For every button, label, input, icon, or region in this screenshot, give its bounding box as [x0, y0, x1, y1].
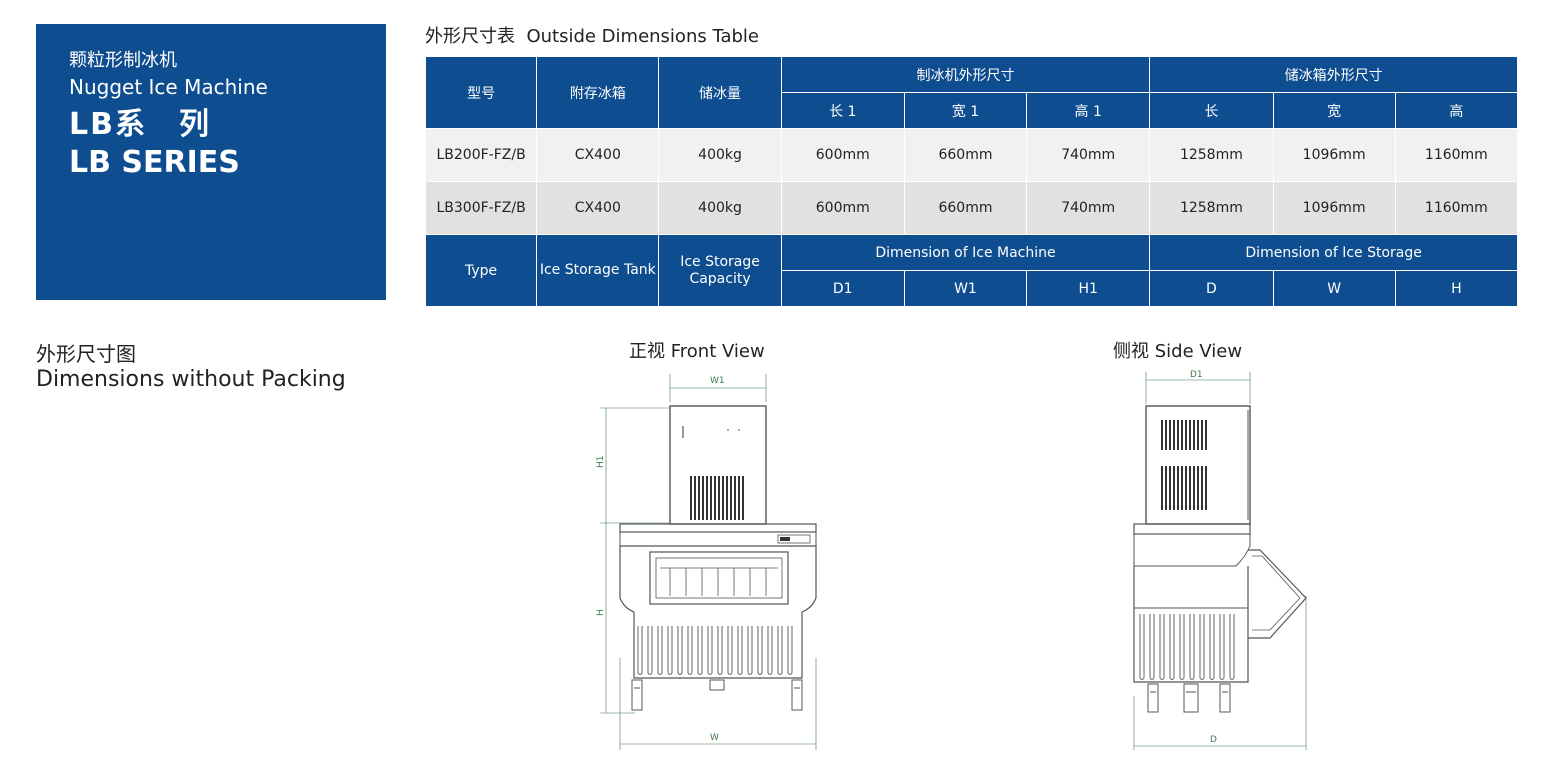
header-h-cn: 高 — [1394, 92, 1519, 129]
header-tank-en: Ice Storage Tank — [536, 234, 660, 307]
header-capacity-cn: 储冰量 — [658, 56, 782, 129]
cell-tank: CX400 — [536, 128, 660, 182]
cell-w: 1096mm — [1272, 128, 1396, 182]
product-name-cn: 颗粒形制冰机 — [69, 50, 177, 71]
cell-capacity: 400kg — [658, 181, 782, 235]
header-machine-group-cn: 制冰机外形尺寸 — [780, 56, 1151, 93]
header-w1-cn: 宽 1 — [903, 92, 1028, 129]
drawings-heading-cn: 外形尺寸图 — [36, 342, 136, 366]
table-footer-row-en: Type Ice Storage Tank Ice Storage Capaci… — [424, 234, 1518, 307]
header-storage-group-en: Dimension of Ice Storage — [1149, 234, 1518, 271]
front-h1-label: H1 — [596, 456, 606, 469]
header-machine-group-en: Dimension of Ice Machine — [780, 234, 1151, 271]
cell-w1: 660mm — [903, 128, 1028, 182]
drawings-heading-en: Dimensions without Packing — [36, 367, 346, 392]
cell-d1: 600mm — [780, 181, 905, 235]
cell-d: 1258mm — [1149, 128, 1274, 182]
cell-type: LB200F-FZ/B — [424, 128, 538, 182]
header-w1-en: W1 — [903, 270, 1028, 307]
front-w-label: W — [710, 733, 719, 743]
cell-d: 1258mm — [1149, 181, 1274, 235]
series-name-cn: LB系 列 — [69, 107, 211, 142]
cell-h1: 740mm — [1026, 128, 1151, 182]
side-view-svg: D1 D — [1133, 370, 1307, 750]
header-h-en: H — [1394, 270, 1519, 307]
front-h-label: H — [596, 609, 606, 616]
table-row: LB300F-FZ/B CX400 400kg 600mm 660mm 740m… — [424, 181, 1519, 235]
brand-panel: 颗粒形制冰机 Nugget Ice Machine LB系 列 LB SERIE… — [36, 24, 386, 300]
header-storage-group-cn: 储冰箱外形尺寸 — [1149, 56, 1518, 93]
front-view-drawing: W1 H1 H W — [590, 368, 840, 758]
front-view-title: 正视 Front View — [629, 341, 765, 362]
side-d1-label: D1 — [1190, 370, 1203, 380]
drawings-section-heading: 外形尺寸图 Dimensions without Packing — [36, 342, 346, 394]
side-d-label: D — [1210, 735, 1217, 745]
side-view-drawing: D1 D — [1120, 366, 1320, 758]
header-tank-cn: 附存冰箱 — [536, 56, 660, 129]
cell-capacity: 400kg — [658, 128, 782, 182]
front-view-svg: W1 H1 H W — [596, 374, 817, 750]
cell-w1: 660mm — [903, 181, 1028, 235]
header-h1-en: H1 — [1026, 270, 1151, 307]
header-type-en: Type — [424, 234, 538, 307]
cell-d1: 600mm — [780, 128, 905, 182]
table-footer-subrow-en: D1 W1 H1 D W H — [426, 270, 1519, 307]
cell-w: 1096mm — [1272, 181, 1396, 235]
product-name-en: Nugget Ice Machine — [69, 75, 268, 99]
header-w-cn: 宽 — [1272, 92, 1396, 129]
header-d1-cn: 长 1 — [780, 92, 905, 129]
table-subheader-row-cn: 长 1 宽 1 高 1 长 宽 高 — [426, 92, 1519, 129]
table-header-row-cn: 型号 附存冰箱 储冰量 制冰机外形尺寸 储冰箱外形尺寸 — [424, 56, 1518, 129]
table-title: 外形尺寸表 Outside Dimensions Table — [425, 26, 760, 47]
header-d-cn: 长 — [1149, 92, 1274, 129]
side-view-title: 侧视 Side View — [1113, 341, 1243, 362]
header-w-en: W — [1272, 270, 1396, 307]
series-name-en: LB SERIES — [69, 145, 240, 180]
header-type-cn: 型号 — [424, 56, 538, 129]
dimensions-table: 型号 附存冰箱 储冰量 制冰机外形尺寸 储冰箱外形尺寸 长 1 宽 1 高 1 … — [424, 56, 1519, 307]
front-w1-label: W1 — [710, 376, 725, 386]
cell-tank: CX400 — [536, 181, 660, 235]
header-d-en: D — [1149, 270, 1274, 307]
cell-type: LB300F-FZ/B — [424, 181, 538, 235]
header-capacity-en: Ice Storage Capacity — [658, 234, 782, 307]
header-d1-en: D1 — [780, 270, 905, 307]
cell-h1: 740mm — [1026, 181, 1151, 235]
cell-h: 1160mm — [1394, 128, 1519, 182]
header-h1-cn: 高 1 — [1026, 92, 1151, 129]
table-row: LB200F-FZ/B CX400 400kg 600mm 660mm 740m… — [424, 128, 1519, 182]
cell-h: 1160mm — [1394, 181, 1519, 235]
